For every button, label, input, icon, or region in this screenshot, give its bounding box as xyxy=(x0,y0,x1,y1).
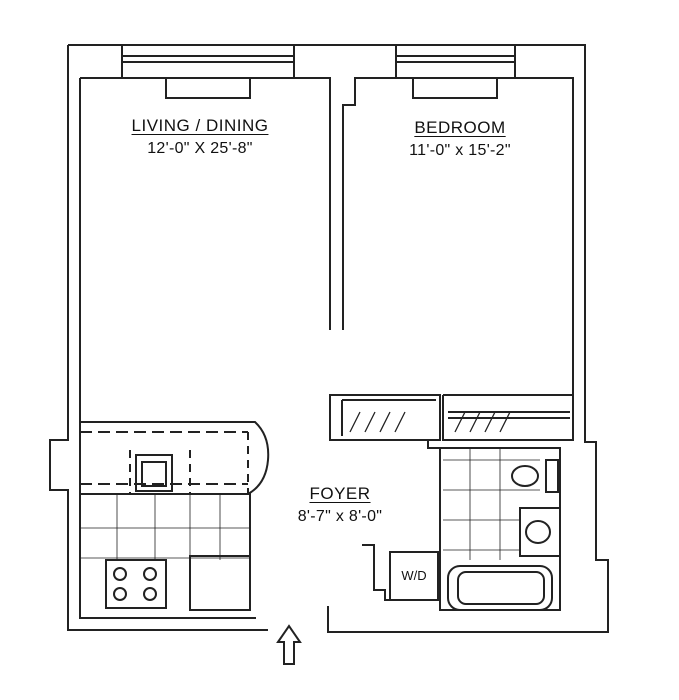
inner-wall-outline xyxy=(79,77,574,619)
living-dining-label: LIVING / DINING 12'-0" X 25'-8" xyxy=(100,116,300,158)
entry-arrow-icon xyxy=(276,624,302,665)
bathtub xyxy=(447,565,553,611)
window-living xyxy=(121,44,295,99)
kitchen-sink xyxy=(135,454,173,492)
kitchen xyxy=(80,421,270,611)
stove xyxy=(105,559,167,609)
bathroom xyxy=(427,440,561,611)
closet-bedroom xyxy=(442,395,574,441)
wd-closet xyxy=(362,544,439,601)
toilet xyxy=(511,465,539,487)
closet-hall xyxy=(329,394,441,441)
sink xyxy=(519,507,561,557)
bedroom-dimensions: 11'-0" x 15'-2" xyxy=(409,142,511,159)
foyer-name: FOYER xyxy=(309,484,371,503)
bedroom-name: BEDROOM xyxy=(414,118,506,137)
outer-wall xyxy=(49,44,609,633)
living-dining-name: LIVING / DINING xyxy=(131,116,269,135)
refrigerator xyxy=(189,555,251,611)
bedroom-label: BEDROOM 11'-0" x 15'-2" xyxy=(360,118,560,160)
window-bedroom xyxy=(395,44,516,99)
living-dining-dimensions: 12'-0" X 25'-8" xyxy=(147,140,253,157)
foyer-label: FOYER 8'-7" x 8'-0" xyxy=(240,484,440,526)
washer-dryer-label: W/D xyxy=(401,568,427,583)
foyer-dimensions: 8'-7" x 8'-0" xyxy=(297,508,383,525)
